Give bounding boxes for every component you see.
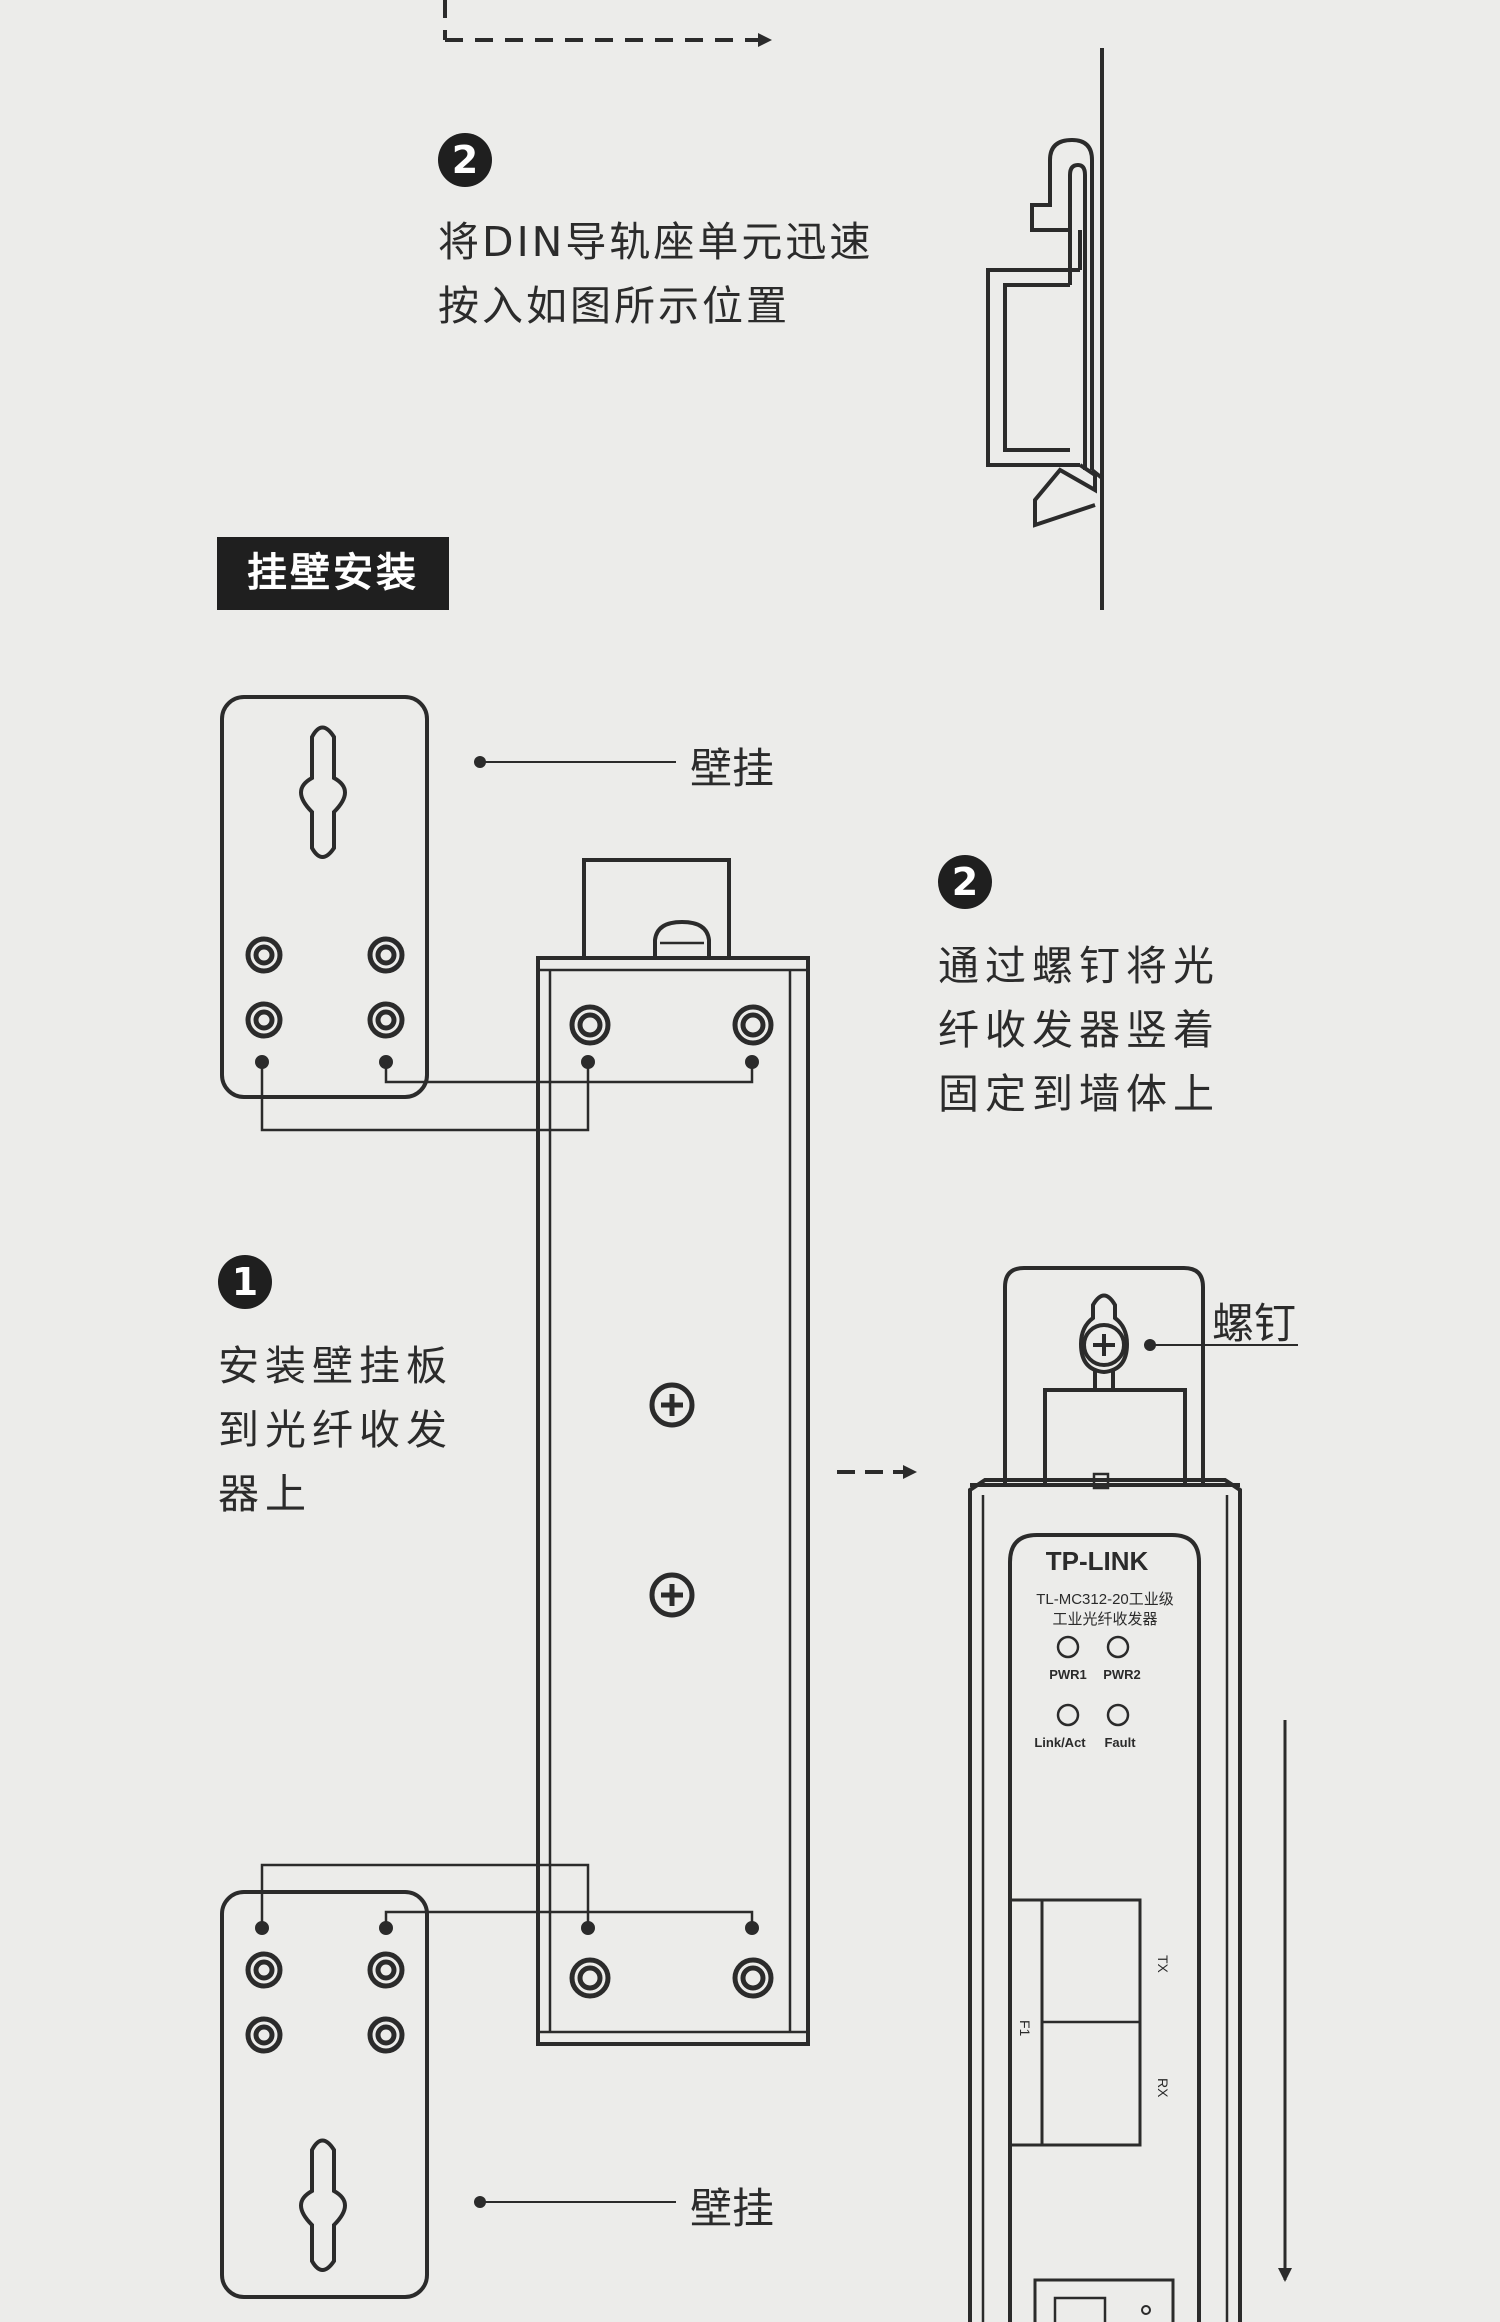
callout-label-top: 壁挂 bbox=[690, 744, 775, 793]
step1-badge: 1 bbox=[218, 1255, 272, 1309]
plate-screw-hole bbox=[569, 1004, 774, 1999]
led-label-pwr1: PWR1 bbox=[1049, 1667, 1087, 1682]
device-model: TL-MC312-20工业级 bbox=[1036, 1591, 1174, 1608]
callout-label-screw: 螺钉 bbox=[1212, 1299, 1297, 1348]
callout-line-screw bbox=[1144, 1339, 1298, 1351]
device-desc: 工业光纤收发器 bbox=[1052, 1611, 1157, 1628]
step1-line-3: 器上 bbox=[218, 1470, 312, 1518]
step1-line-2: 到光纤收发 bbox=[218, 1406, 453, 1454]
din-step-line-2: 按入如图所示位置 bbox=[438, 282, 790, 330]
wall-bracket-top bbox=[220, 695, 759, 1132]
step2-line-1: 通过螺钉将光 bbox=[938, 942, 1220, 990]
device-back-plate bbox=[536, 858, 810, 2046]
led-label-link-act: Link/Act bbox=[1034, 1735, 1086, 1750]
device-brand: TP-LINK bbox=[1046, 1546, 1149, 1576]
din-step-badge: 2 bbox=[438, 133, 492, 187]
din-rail-push-arrow bbox=[443, 0, 772, 47]
step2-badge: 2 bbox=[938, 855, 992, 909]
wall-bracket-bottom bbox=[220, 1863, 759, 2299]
callout-line-top bbox=[474, 756, 676, 768]
port-label-f1: F1 bbox=[1017, 2020, 1033, 2037]
bracket-screw-hole bbox=[245, 1951, 405, 2054]
mounted-device bbox=[968, 1266, 1242, 2322]
port-label-tx: TX bbox=[1155, 1955, 1171, 1974]
bracket-screw-hole bbox=[245, 936, 405, 1039]
port-label-rx: RX bbox=[1155, 2078, 1171, 2098]
din-step-line-1: 将DIN导轨座单元迅速 bbox=[438, 218, 874, 266]
plate-screw bbox=[649, 1382, 695, 1618]
din-rail-clip-illustration bbox=[986, 48, 1104, 610]
status-led bbox=[1056, 1635, 1130, 1727]
step2-line-3: 固定到墙体上 bbox=[938, 1070, 1220, 1118]
callout-line-bottom bbox=[474, 2196, 676, 2208]
step1-line-1: 安装壁挂板 bbox=[218, 1342, 453, 1390]
led-label-fault: Fault bbox=[1104, 1735, 1136, 1750]
step2-line-2: 纤收发器竖着 bbox=[938, 1006, 1220, 1054]
callout-label-bottom: 壁挂 bbox=[690, 2184, 775, 2233]
led-label-pwr2: PWR2 bbox=[1103, 1667, 1141, 1682]
wall-screw bbox=[1082, 1323, 1126, 1367]
section-title: 挂壁安装 bbox=[217, 537, 449, 610]
